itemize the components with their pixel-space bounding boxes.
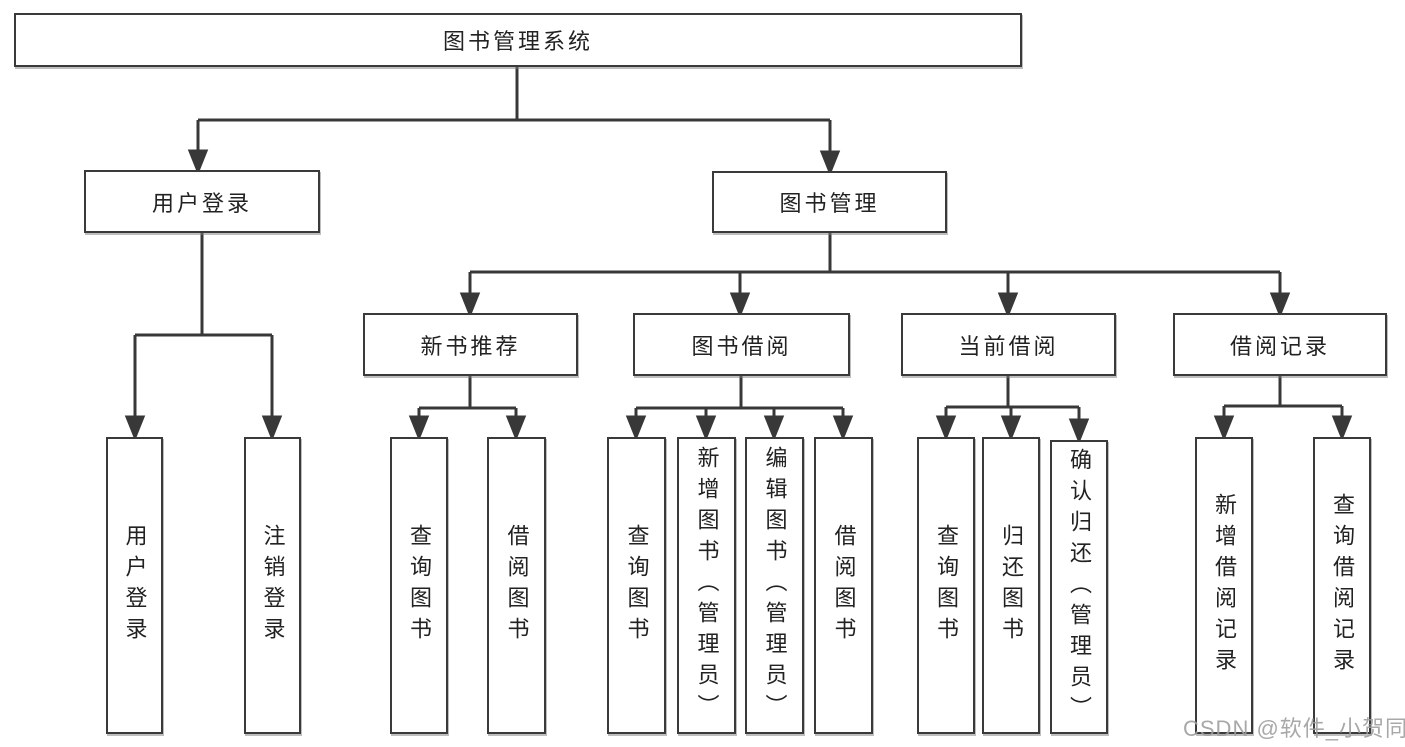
leaf-label: 注销登录 (260, 523, 286, 648)
leaf-label: 借阅图书 (831, 523, 857, 648)
leaf-recommend-borrow-books: 借阅图书 (487, 437, 546, 734)
leaf-records-add-borrow-record: 新增借阅记录 (1195, 437, 1253, 734)
leaf-label: 编辑图书（管理员） (762, 446, 788, 725)
connector-currentborrow-to-leaves (935, 376, 1090, 445)
leaf-current-confirm-return-admin: 确认归还（管理员） (1050, 440, 1108, 734)
connector-userlogin-to-leaves (124, 233, 283, 442)
arrowhead (625, 415, 647, 442)
leaf-current-return-books: 归还图书 (982, 437, 1040, 734)
arrowhead (832, 415, 854, 442)
leaf-label: 借阅图书 (504, 523, 530, 648)
arrowhead (187, 149, 209, 176)
leaf-borrow-edit-books-admin: 编辑图书（管理员） (745, 437, 804, 734)
leaf-label: 查询图书 (934, 523, 959, 648)
arrowhead (124, 415, 146, 442)
leaf-user-login: 用户登录 (106, 437, 163, 734)
arrowhead (1269, 292, 1291, 319)
leaf-logout: 注销登录 (244, 437, 301, 734)
leaf-borrow-add-books-admin: 新增图书（管理员） (677, 437, 736, 734)
connector-bookborrow-to-leaves (625, 376, 854, 442)
leaf-borrow-query-books: 查询图书 (607, 437, 666, 734)
node-book-management: 图书管理 (712, 171, 947, 233)
node-book-borrow: 图书借阅 (633, 313, 850, 376)
node-current-borrow: 当前借阅 (901, 313, 1116, 376)
arrowhead (1213, 415, 1235, 442)
arrowhead (997, 292, 1019, 319)
arrowhead (1068, 418, 1090, 445)
csdn-watermark: CSDN @软件_小贺同学 (1183, 716, 1405, 741)
leaf-recommend-query-books: 查询图书 (390, 437, 448, 734)
leaf-label: 确认归还（管理员） (1067, 447, 1092, 727)
node-root: 图书管理系统 (14, 13, 1022, 67)
node-borrow-records: 借阅记录 (1173, 313, 1387, 376)
leaf-label: 查询借阅记录 (1330, 492, 1355, 679)
arrowhead (695, 415, 717, 442)
leaf-current-query-books: 查询图书 (917, 437, 975, 734)
arrowhead (261, 415, 283, 442)
leaf-label: 归还图书 (999, 523, 1024, 648)
arrowhead (459, 292, 481, 319)
arrowhead (729, 292, 751, 319)
node-new-book-recommend: 新书推荐 (363, 313, 578, 376)
connector-bookmgmt-to-level3 (459, 233, 1291, 319)
leaf-label: 用户登录 (122, 523, 148, 648)
leaf-label: 新增借阅记录 (1212, 492, 1237, 679)
connector-borrowrecords-to-leaves (1213, 376, 1353, 442)
arrowhead (935, 415, 957, 442)
arrowhead (763, 415, 785, 442)
arrowhead (408, 415, 430, 442)
arrowhead (819, 150, 841, 177)
connector-root-to-level2 (187, 67, 841, 177)
leaf-records-query-borrow-record: 查询借阅记录 (1313, 437, 1371, 734)
arrowhead (505, 415, 527, 442)
leaf-label: 新增图书（管理员） (694, 446, 720, 725)
leaf-label: 查询图书 (624, 523, 650, 648)
arrowhead (1331, 415, 1353, 442)
arrowhead (1000, 415, 1022, 442)
node-user-login: 用户登录 (84, 170, 320, 233)
leaf-borrow-borrow-books: 借阅图书 (814, 437, 873, 734)
connector-newbookrec-to-leaves (408, 376, 527, 442)
leaf-label: 查询图书 (407, 523, 432, 648)
